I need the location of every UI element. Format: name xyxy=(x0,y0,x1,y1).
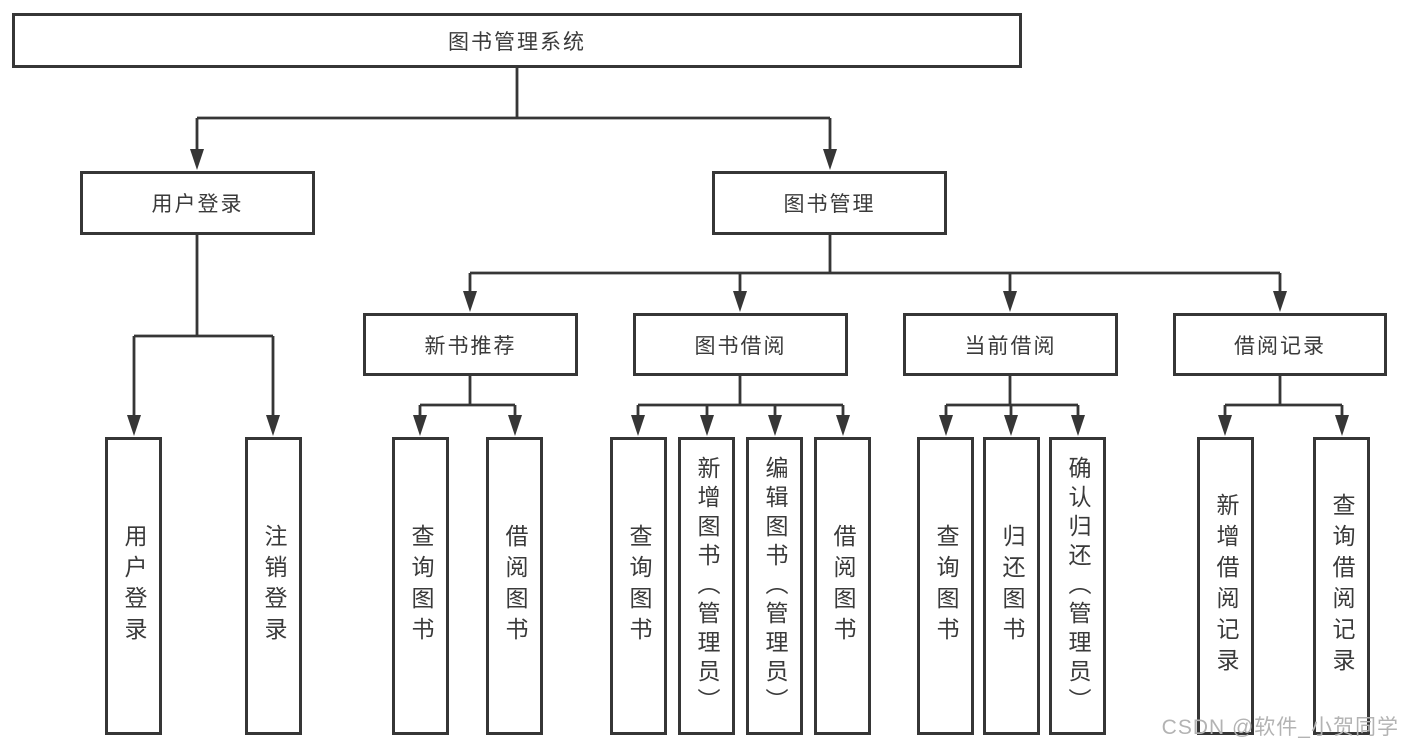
leaf-label: 注销登录 xyxy=(261,524,287,648)
node-library-system: 图书管理系统 xyxy=(12,13,1022,68)
node-current-borrow: 当前借阅 xyxy=(903,313,1118,376)
node-leaf-bb-borrow-book: 借阅图书 xyxy=(814,437,871,735)
node-user-login: 用户登录 xyxy=(80,171,315,235)
node-leaf-cb-confirm-return: 确认归还（管理员） xyxy=(1049,437,1106,735)
leaf-label: 新增借阅记录 xyxy=(1213,493,1239,679)
node-book-management-label: 图书管理 xyxy=(783,193,876,216)
node-book-borrow-label: 图书借阅 xyxy=(694,334,787,358)
node-leaf-user-login: 用户登录 xyxy=(105,437,162,735)
leaf-label: 新增图书（管理员） xyxy=(694,455,720,717)
node-leaf-br-query-record: 查询借阅记录 xyxy=(1313,437,1370,735)
node-book-management: 图书管理 xyxy=(712,171,947,235)
csdn-watermark: CSDN @软件_小贺同学 xyxy=(1161,716,1399,739)
node-leaf-bb-add-book: 新增图书（管理员） xyxy=(678,437,735,735)
node-new-book-recommend-label: 新书推荐 xyxy=(424,334,517,358)
node-book-borrow: 图书借阅 xyxy=(633,313,848,376)
leaf-label: 借阅图书 xyxy=(502,524,528,648)
node-user-login-label: 用户登录 xyxy=(151,193,244,216)
node-leaf-cb-query-book: 查询图书 xyxy=(917,437,974,735)
node-leaf-logout: 注销登录 xyxy=(245,437,302,735)
node-leaf-nb-borrow-book: 借阅图书 xyxy=(486,437,543,735)
leaf-label: 查询图书 xyxy=(408,524,434,648)
node-library-system-label: 图书管理系统 xyxy=(448,30,586,54)
leaf-label: 查询图书 xyxy=(933,524,959,648)
node-current-borrow-label: 当前借阅 xyxy=(964,334,1057,358)
node-leaf-cb-return-book: 归还图书 xyxy=(983,437,1040,735)
leaf-label: 借阅图书 xyxy=(830,524,856,648)
node-leaf-br-add-record: 新增借阅记录 xyxy=(1197,437,1254,735)
leaf-label: 查询图书 xyxy=(626,524,652,648)
leaf-label: 编辑图书（管理员） xyxy=(762,455,788,717)
node-new-book-recommend: 新书推荐 xyxy=(363,313,578,376)
leaf-label: 归还图书 xyxy=(999,524,1025,648)
leaf-label: 确认归还（管理员） xyxy=(1065,455,1091,717)
node-leaf-bb-query-book: 查询图书 xyxy=(610,437,667,735)
node-borrow-records: 借阅记录 xyxy=(1173,313,1387,376)
node-borrow-records-label: 借阅记录 xyxy=(1234,334,1326,358)
leaf-label: 用户登录 xyxy=(121,524,147,648)
leaf-label: 查询借阅记录 xyxy=(1329,493,1355,679)
node-leaf-bb-edit-book: 编辑图书（管理员） xyxy=(746,437,803,735)
node-leaf-nb-query-book: 查询图书 xyxy=(392,437,449,735)
